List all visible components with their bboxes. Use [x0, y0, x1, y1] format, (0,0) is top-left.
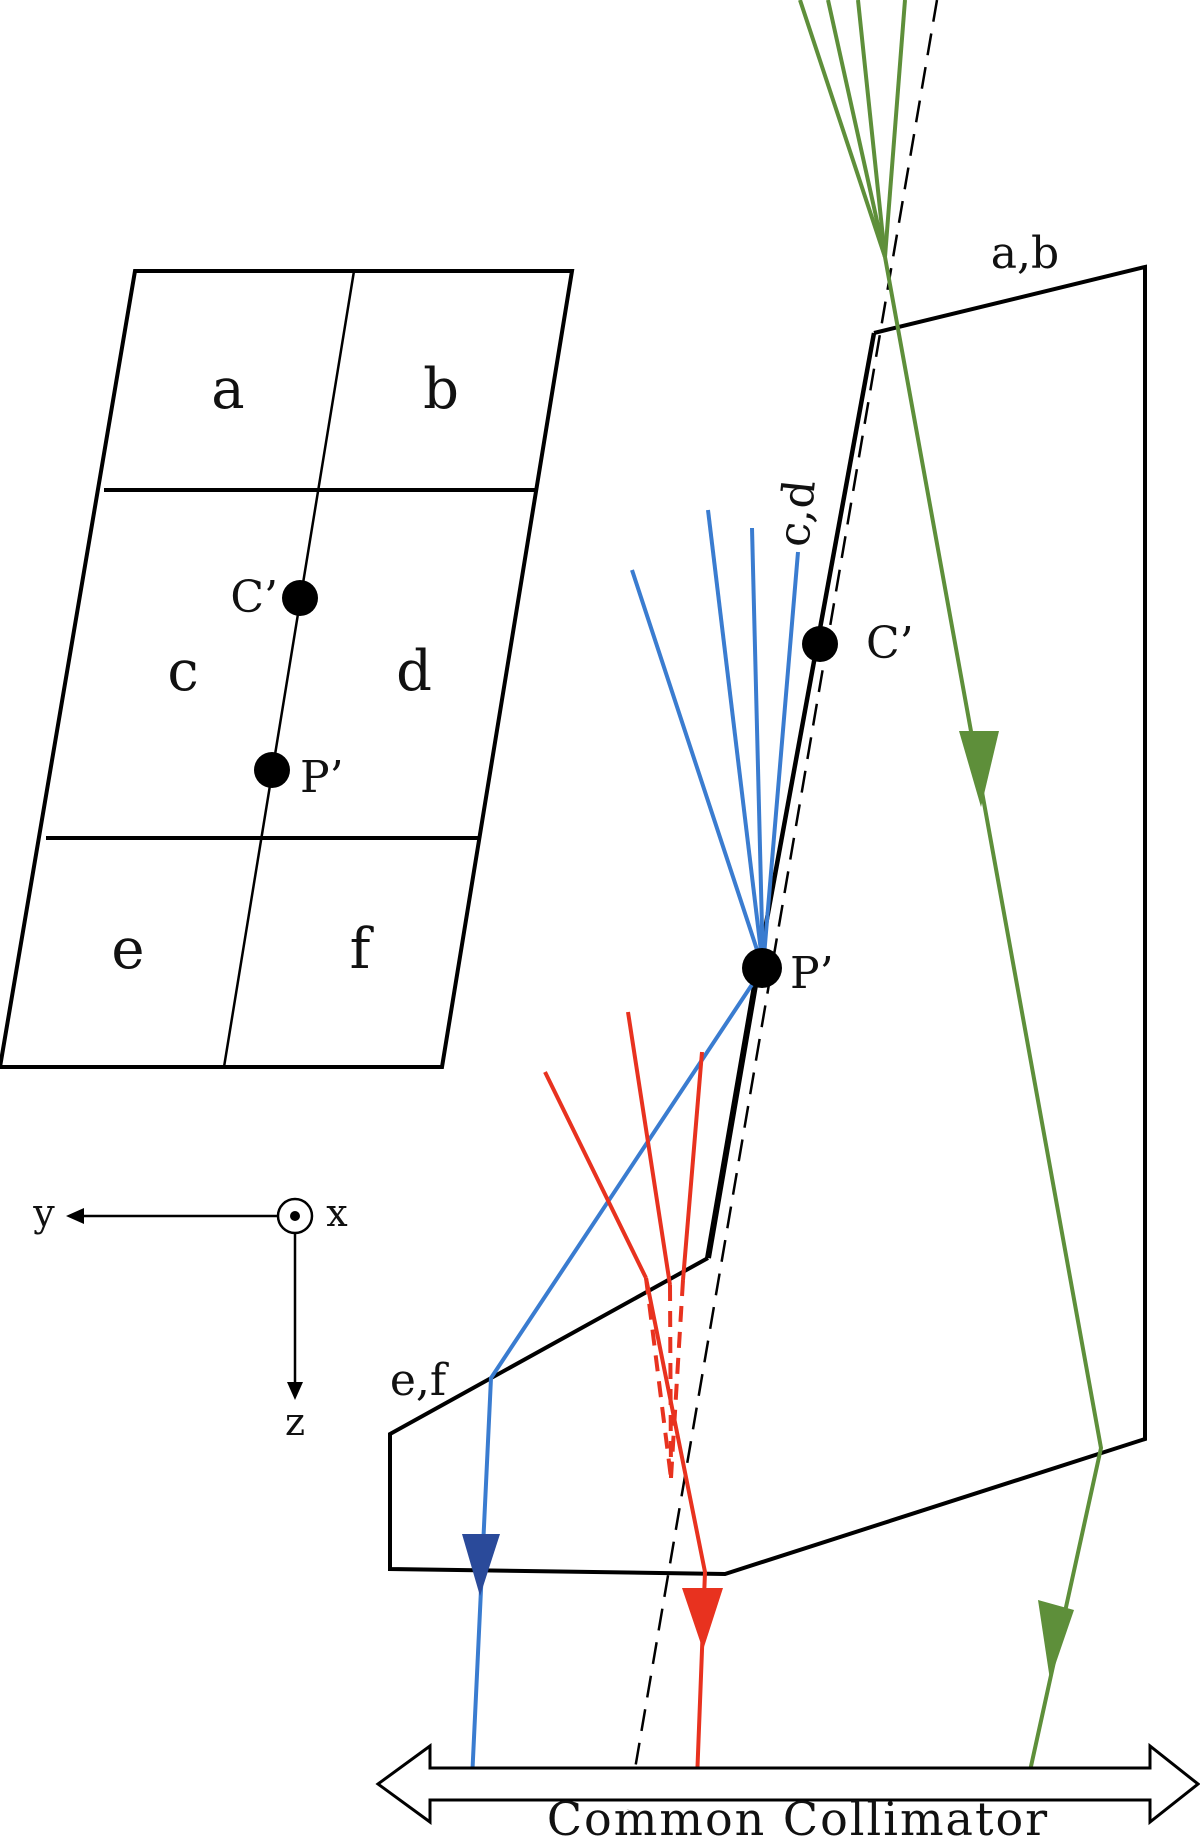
prism-point-p-prime	[742, 948, 782, 988]
grid-column-divider	[222, 270, 356, 1068]
coordinate-axes: y z x	[32, 1191, 347, 1444]
collimator-arrow-shape	[375, 1742, 1200, 1826]
blue-incoming-ray-2	[706, 509, 765, 969]
facet-label-f: f	[350, 917, 375, 982]
blue-incoming-ray-4	[761, 551, 800, 969]
green-incoming-ray-1	[798, 0, 887, 258]
red-incoming-ray-2	[626, 1011, 672, 1286]
green-arrow-1	[959, 731, 999, 807]
facet-label-a: a	[211, 357, 244, 422]
green-incoming-ray-3	[856, 0, 887, 258]
grid-outline	[0, 269, 575, 1069]
facet-ef-label: e,f	[390, 1355, 449, 1406]
x-axis-label: x	[326, 1191, 347, 1235]
green-arrow-2	[1038, 1600, 1074, 1680]
point-c-prime	[282, 580, 318, 616]
point-c-prime-label: C’	[230, 572, 278, 623]
point-p-prime	[254, 752, 290, 788]
prism-point-c-prime	[802, 626, 838, 662]
blue-arrow	[462, 1534, 500, 1596]
facet-label-b: b	[423, 357, 459, 422]
red-arrow	[682, 1588, 723, 1650]
red-virtual-ray-2	[668, 1284, 673, 1479]
prism-outline	[388, 264, 1147, 1577]
collimator-label: Common Collimator	[547, 1792, 1049, 1837]
facet-label-d: d	[396, 639, 432, 704]
green-incoming-ray-4	[883, 0, 907, 258]
x-axis-dot	[290, 1211, 300, 1221]
red-beam	[543, 1011, 708, 1781]
collimator-double-arrow	[375, 1742, 1200, 1826]
facet-cd-to-ef-edge	[705, 967, 761, 1259]
prism-point-c-prime-label: C’	[866, 618, 914, 669]
red-virtual-ray-1	[644, 1277, 673, 1479]
z-axis-arrowhead	[287, 1382, 303, 1400]
blue-incoming-ray-3	[750, 527, 765, 969]
facet-cd-label: c,d	[768, 477, 826, 549]
prism-point-p-prime-label: P’	[790, 948, 834, 999]
facet-label-c: c	[167, 639, 198, 704]
point-p-prime-label: P’	[300, 752, 344, 803]
red-main-ray	[644, 1277, 708, 1781]
y-axis-label: y	[32, 1191, 55, 1235]
green-main-ray	[883, 256, 1104, 1781]
y-axis-arrowhead	[66, 1208, 84, 1224]
blue-beam	[470, 509, 800, 1781]
facet-label-e: e	[111, 917, 144, 982]
dashed-reference-line	[626, 0, 939, 1811]
red-incoming-ray-3	[681, 1051, 704, 1281]
blue-main-ray	[470, 966, 765, 1781]
blue-incoming-ray-1	[630, 569, 765, 969]
facet-ab-label: a,b	[991, 228, 1059, 279]
red-virtual-ray-3	[669, 1279, 685, 1479]
red-incoming-ray-1	[543, 1071, 648, 1279]
z-axis-label: z	[285, 1400, 305, 1444]
facet-grid: a b c d e f C’ P’	[0, 269, 575, 1069]
green-incoming-ray-2	[826, 0, 887, 258]
